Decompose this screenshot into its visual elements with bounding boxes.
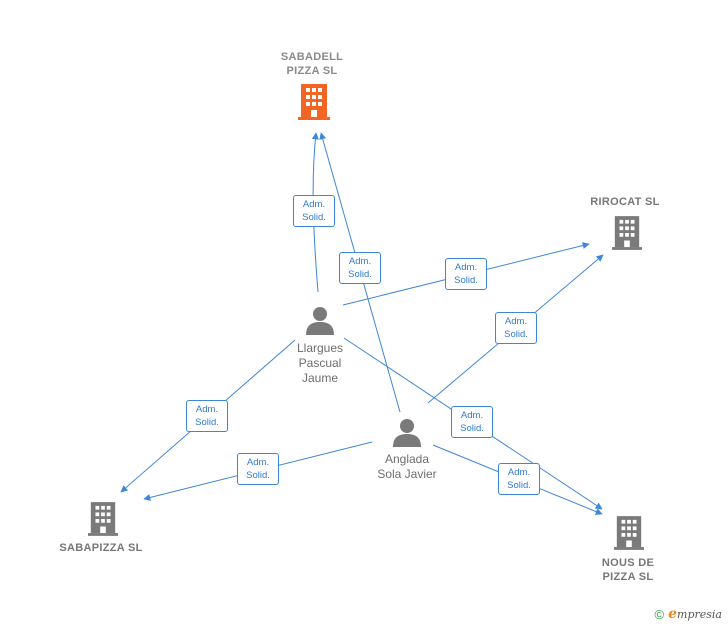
edge-label-llargues-sabadell: Adm. Solid.: [293, 195, 335, 227]
edge-role-line1: Adm.: [348, 256, 372, 267]
edge-role-line1: Adm.: [504, 316, 528, 327]
edge-role-line2: Solid.: [507, 480, 531, 491]
edge-role-line1: Adm.: [195, 404, 219, 415]
edge-role-line1: Adm.: [507, 467, 531, 478]
brand-initial: e: [668, 606, 678, 622]
edge-role-line2: Solid.: [302, 212, 326, 223]
edge-label-llargues-nous: Adm. Solid.: [451, 406, 493, 438]
edge-role-line2: Solid.: [348, 269, 372, 280]
edge-role-line2: Solid.: [454, 275, 478, 286]
edge-role-line1: Adm.: [454, 262, 478, 273]
edge-role-line1: Adm.: [246, 457, 270, 468]
building-icon[interactable]: [612, 216, 642, 250]
edge-label-llargues-sabapizza: Adm. Solid.: [186, 400, 228, 432]
edge-role-line2: Solid.: [246, 470, 270, 481]
person-label-anglada-sola-javier[interactable]: Anglada Sola Javier: [377, 452, 437, 481]
edge-label-llargues-rirocat: Adm. Solid.: [445, 258, 487, 290]
company-label-nous-de-pizza[interactable]: NOUS DE PIZZA SL: [601, 557, 655, 583]
copyright-icon: ©: [654, 606, 665, 622]
edge-role-line2: Solid.: [195, 417, 219, 428]
edge-label-anglada-nous: Adm. Solid.: [498, 463, 540, 495]
company-label-sabadell-pizza[interactable]: SABADELL PIZZA SL: [280, 51, 344, 77]
edge-role-line1: Adm.: [302, 199, 326, 210]
footer-brand[interactable]: © empresia: [655, 606, 722, 622]
empresia-logo: empresia: [668, 606, 722, 622]
edge-label-anglada-rirocat: Adm. Solid.: [495, 312, 537, 344]
edge-role-line2: Solid.: [460, 423, 484, 434]
building-icon[interactable]: [298, 84, 330, 120]
company-label-sabapizza[interactable]: SABAPIZZA SL: [59, 542, 143, 554]
company-label-rirocat[interactable]: RIROCAT SL: [590, 196, 660, 208]
brand-name: mpresia: [677, 608, 722, 621]
person-icon[interactable]: [305, 305, 335, 335]
edge-label-anglada-sabadell: Adm. Solid.: [339, 252, 381, 284]
edge-label-anglada-sabapizza: Adm. Solid.: [237, 453, 279, 485]
edge-role-line1: Adm.: [460, 410, 484, 421]
building-icon[interactable]: [614, 516, 644, 550]
building-icon[interactable]: [88, 502, 118, 536]
person-label-llargues-pascual-jaume[interactable]: Llargues Pascual Jaume: [296, 341, 344, 385]
edge-role-line2: Solid.: [504, 329, 528, 340]
person-icon[interactable]: [392, 417, 422, 447]
